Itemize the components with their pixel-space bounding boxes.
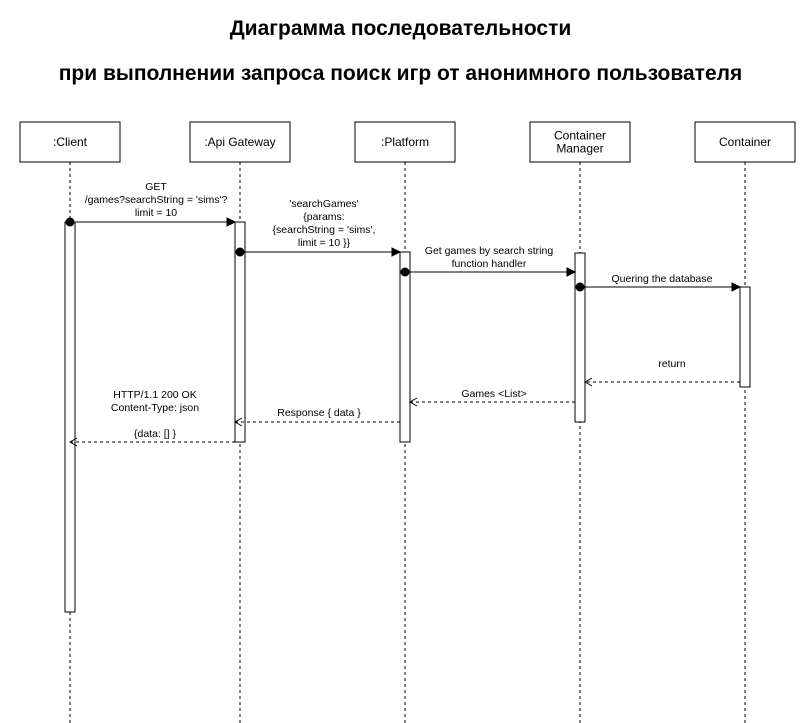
msg-games-arrowhead <box>408 397 418 407</box>
participant-box-client[interactable] <box>19 121 121 163</box>
participant-box-manager[interactable] <box>529 121 631 163</box>
msg-http-arrowhead <box>68 437 78 447</box>
msg-searchgames-label: 'searchGames' <box>289 198 358 210</box>
activation-bar-platform <box>399 251 411 443</box>
activation-bar-manager <box>574 252 586 423</box>
msg-get-start-dot <box>65 217 75 227</box>
msg-handler-label: function handler <box>452 258 527 270</box>
msg-http-label: Content-Type: json <box>111 402 199 414</box>
msg-handler-arrowhead <box>566 267 577 277</box>
msg-query-label: Quering the database <box>612 273 713 285</box>
msg-games-label: Games <List> <box>461 388 526 400</box>
msg-handler-start-dot <box>400 267 410 277</box>
activation-bar-container <box>739 286 751 388</box>
msg-http-label: {data: [] } <box>134 428 177 440</box>
msg-searchgames-label: limit = 10 }} <box>298 237 351 249</box>
msg-searchgames-arrowhead <box>391 247 402 257</box>
participant-box-gateway[interactable] <box>189 121 291 163</box>
msg-http-label: HTTP/1.1 200 OK <box>113 389 196 401</box>
msg-response-arrowhead <box>233 417 243 427</box>
participant-box-container[interactable] <box>694 121 796 163</box>
diagram-title-line-1: Диаграмма последовательности <box>229 17 572 40</box>
participant-label-client: :Client <box>53 135 88 149</box>
msg-query-start-dot <box>575 282 585 292</box>
participant-label-platform: :Platform <box>381 135 429 149</box>
msg-get-label: /games?searchString = 'sims'? <box>85 194 228 206</box>
msg-searchgames-start-dot <box>235 247 245 257</box>
msg-get-label: limit = 10 <box>135 207 177 219</box>
participant-label-manager: Container <box>554 129 606 143</box>
participant-box-platform[interactable] <box>354 121 456 163</box>
msg-return-arrowhead <box>583 377 593 387</box>
activation-bar-gateway <box>234 221 246 443</box>
msg-get-label: GET <box>145 181 167 193</box>
msg-return-label: return <box>658 358 686 370</box>
diagram-title-line-2: при выполнении запроса поиск игр от анон… <box>58 62 743 85</box>
participant-label-manager: Manager <box>556 142 603 156</box>
msg-searchgames-label: {searchString = 'sims', <box>273 224 376 236</box>
participant-label-container: Container <box>719 135 771 149</box>
activation-bar-client <box>64 221 76 613</box>
msg-get-arrowhead <box>226 217 237 227</box>
msg-searchgames-label: {params: <box>303 211 344 223</box>
msg-response-label: Response { data } <box>277 407 361 419</box>
msg-query-arrowhead <box>731 282 742 292</box>
msg-handler-label: Get games by search string <box>425 245 554 257</box>
participant-label-gateway: :Api Gateway <box>204 135 275 149</box>
